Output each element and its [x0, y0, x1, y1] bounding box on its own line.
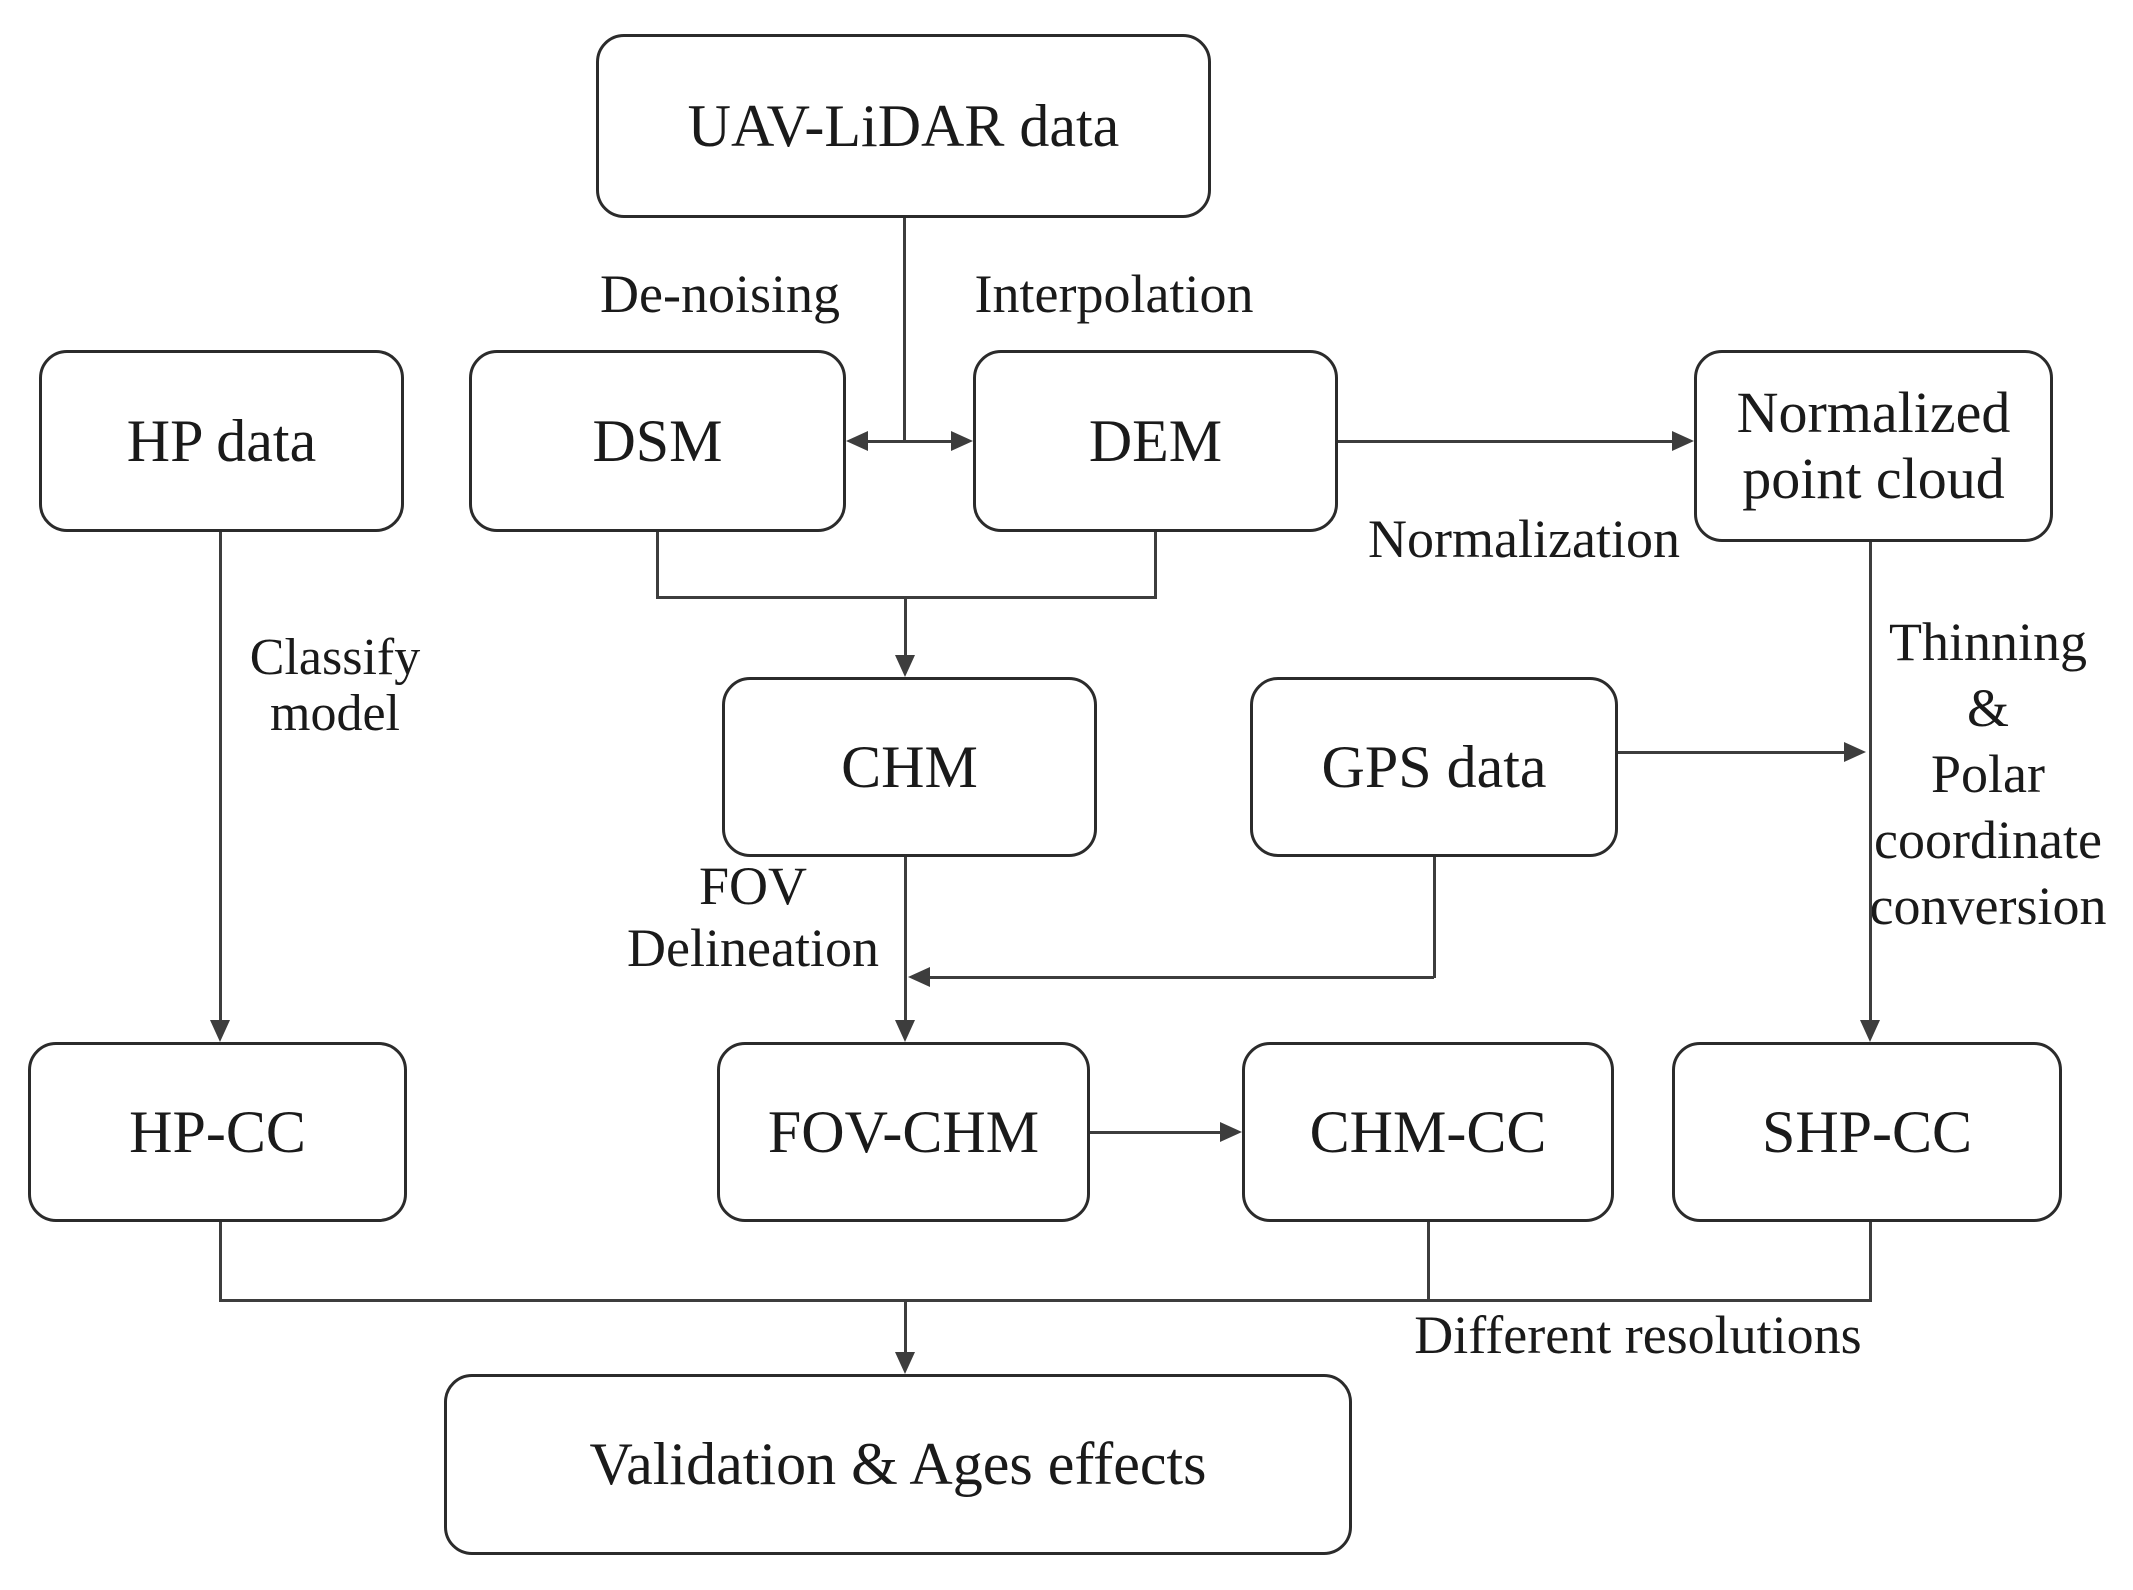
- arrowhead-into-shpcc: [1860, 1020, 1880, 1042]
- label-line: coordinate: [1874, 809, 2102, 870]
- label-line: Classify: [249, 629, 421, 686]
- node-chm-cc: CHM-CC: [1242, 1042, 1614, 1222]
- label-classify-model: Classify model: [215, 629, 455, 743]
- edge-fovchm-to-chmcc: [1090, 1130, 1220, 1134]
- node-shp-cc: SHP-CC: [1672, 1042, 2062, 1222]
- node-fov-chm: FOV-CHM: [717, 1042, 1090, 1222]
- edge-hpcc-down: [218, 1222, 222, 1301]
- arrowhead-into-dem: [951, 431, 973, 451]
- label-line: Polar: [1931, 743, 2045, 804]
- edge-gps-elbow-horizontal: [930, 975, 1434, 979]
- edge-dem-to-npc: [1338, 439, 1674, 443]
- node-dem: DEM: [973, 350, 1338, 532]
- edge-dsm-dem: [864, 439, 955, 443]
- label-thinning-polar-conversion: Thinning & Polar coordinate conversion: [1860, 610, 2116, 939]
- label-line: Thinning: [1889, 612, 2087, 672]
- edge-shpcc-down: [1868, 1222, 1872, 1301]
- node-normalized-point-cloud: Normalized point cloud: [1694, 350, 2053, 542]
- edge-chm-to-fovchm: [903, 857, 907, 1020]
- edge-npc-to-shpcc: [1868, 542, 1872, 1020]
- label-line: FOV: [698, 856, 808, 916]
- node-validation-ages-effects: Validation & Ages effects: [444, 1374, 1352, 1555]
- node-chm: CHM: [722, 677, 1097, 857]
- edge-dem-down: [1154, 532, 1157, 597]
- label-fov-delineation: FOV Delineation: [613, 856, 893, 979]
- label-de-noising: De-noising: [600, 264, 840, 324]
- arrowhead-into-fovchm: [895, 1020, 915, 1042]
- arrowhead-into-hpcc: [210, 1020, 230, 1042]
- label-line: Delineation: [627, 917, 879, 978]
- arrowhead-into-dsm: [846, 431, 868, 451]
- edge-join-to-chm: [903, 597, 907, 655]
- label-line: model: [270, 685, 400, 743]
- edge-gps-to-rail: [1618, 750, 1844, 754]
- edge-dsm-down: [655, 532, 659, 597]
- edge-chmcc-down: [1426, 1222, 1430, 1301]
- node-dsm: DSM: [469, 350, 846, 532]
- arrowhead-into-chmcc: [1220, 1122, 1242, 1142]
- node-hp-data: HP data: [39, 350, 404, 532]
- label-different-resolutions: Different resolutions: [1414, 1305, 1862, 1365]
- arrowhead-into-chm-line: [908, 967, 930, 987]
- label-normalization: Normalization: [1368, 509, 1680, 569]
- label-interpolation: Interpolation: [974, 264, 1254, 324]
- edge-uav-down: [902, 218, 906, 442]
- edge-hpdata-to-hpcc: [218, 532, 222, 1020]
- edge-collector-to-validation: [903, 1300, 907, 1352]
- arrowhead-into-validation: [895, 1352, 915, 1374]
- edge-gps-elbow-vertical: [1432, 857, 1436, 978]
- arrowhead-into-chm: [895, 655, 915, 677]
- arrowhead-into-npc: [1672, 431, 1694, 451]
- label-line: &: [1966, 677, 2009, 738]
- label-line: conversion: [1869, 875, 2107, 936]
- node-uav-lidar-data: UAV-LiDAR data: [596, 34, 1211, 218]
- node-hp-cc: HP-CC: [28, 1042, 407, 1222]
- arrowhead-into-rail: [1844, 742, 1866, 762]
- edge-collector: [218, 1298, 1872, 1302]
- node-gps-data: GPS data: [1250, 677, 1618, 857]
